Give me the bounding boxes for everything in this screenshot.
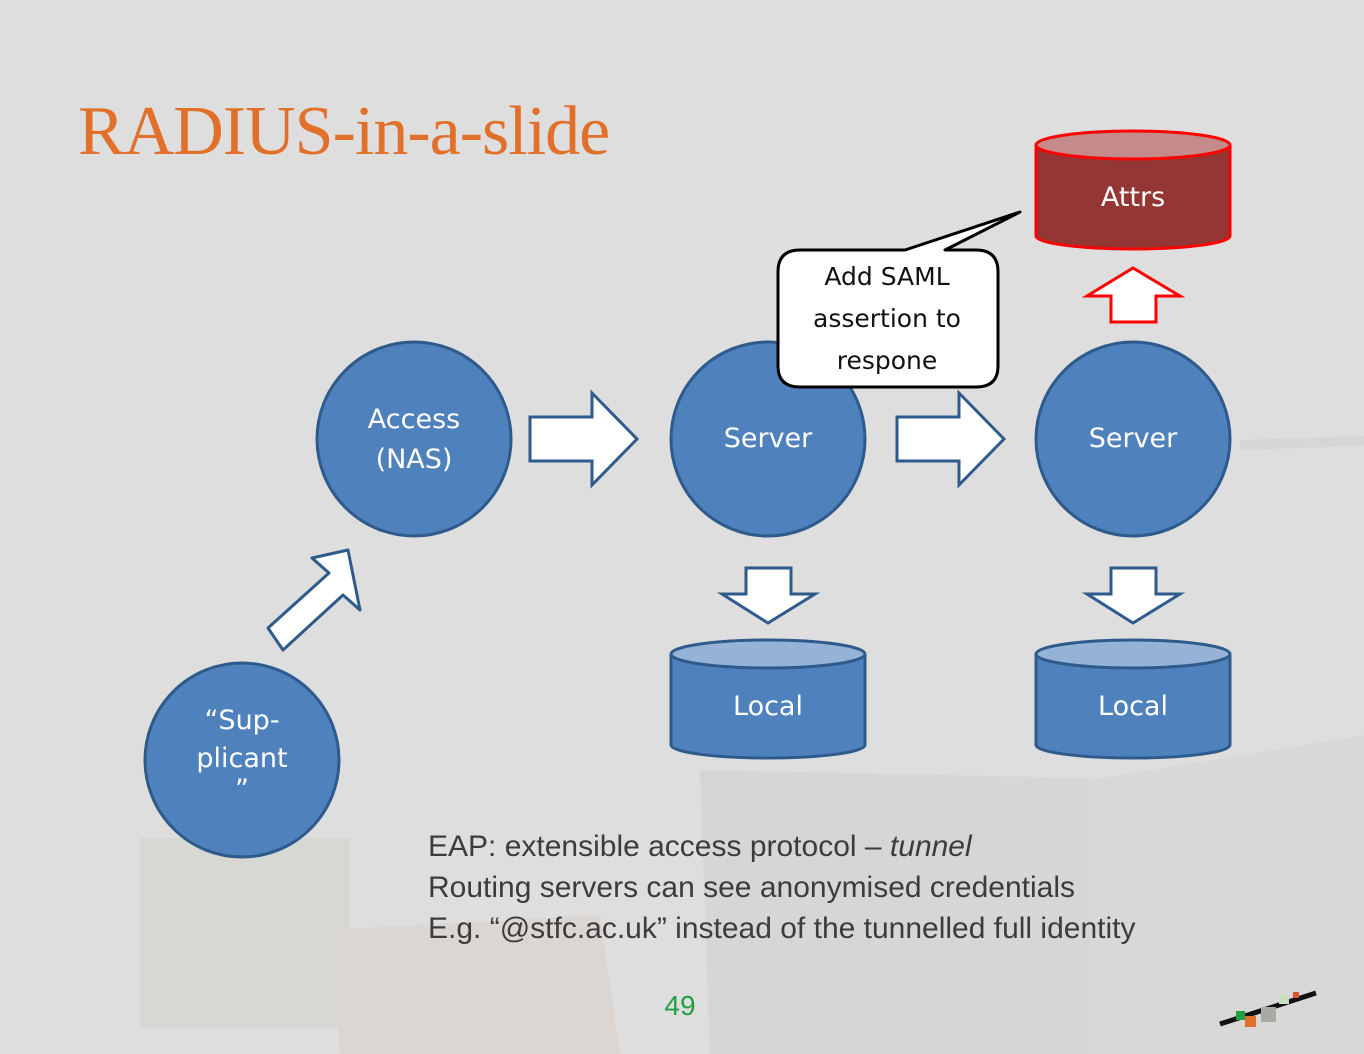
supplicant-label-line2: plicant [196,743,288,774]
server2-node [1034,340,1232,538]
arrow-server-to-server [895,389,1007,489]
supplicant-label: “Sup- plicant ” [172,694,312,814]
local2-database [1034,638,1232,760]
nas-node [315,340,513,538]
notes-line3: E.g. “@stfc.ac.uk” instead of the tunnel… [428,912,1136,945]
arrow-supplicant-to-nas [266,548,362,652]
callout-text: Add SAML assertion to respone [778,256,996,382]
notes-text: EAP: extensible access protocol – tunnel… [428,826,1328,949]
arrow-server2-to-attrs [1081,266,1186,324]
local1-label: Local [733,691,803,722]
attrs-label: Attrs [1100,182,1166,213]
slide-title: RADIUS-in-a-slide [78,93,610,170]
supplicant-label-line1: “Sup- [204,705,280,736]
arrow-server2-to-local [1081,566,1186,625]
background-decoration [140,436,1364,1054]
local2-label: Local [1098,691,1168,722]
nas-label: Access (NAS) [334,398,494,482]
callout-bubble [776,210,1022,389]
nas-label-line2: (NAS) [375,444,453,475]
notes-line1-emphasis: tunnel [889,830,972,863]
nas-label-line1: Access [367,404,461,435]
supplicant-node [143,661,341,859]
callout-line2: assertion to [813,304,961,333]
arrow-server1-to-local [716,566,821,625]
notes-line2: Routing servers can see anonymised crede… [428,871,1076,904]
notes-line1: EAP: extensible access protocol – tunnel [428,826,1328,867]
attrs-database [1034,129,1232,251]
callout-line3: respone [836,346,938,375]
local1-database [669,638,867,760]
supplicant-label-line3: ” [235,774,249,805]
server1-node [669,340,867,538]
server1-label: Server [723,423,813,454]
notes-line1-prefix: EAP: extensible access protocol – [428,830,890,863]
arrow-nas-to-server [528,389,640,489]
page-number: 49 [664,990,696,1021]
server2-label: Server [1088,423,1178,454]
callout-line1: Add SAML [824,262,950,291]
logo [1219,990,1317,1027]
